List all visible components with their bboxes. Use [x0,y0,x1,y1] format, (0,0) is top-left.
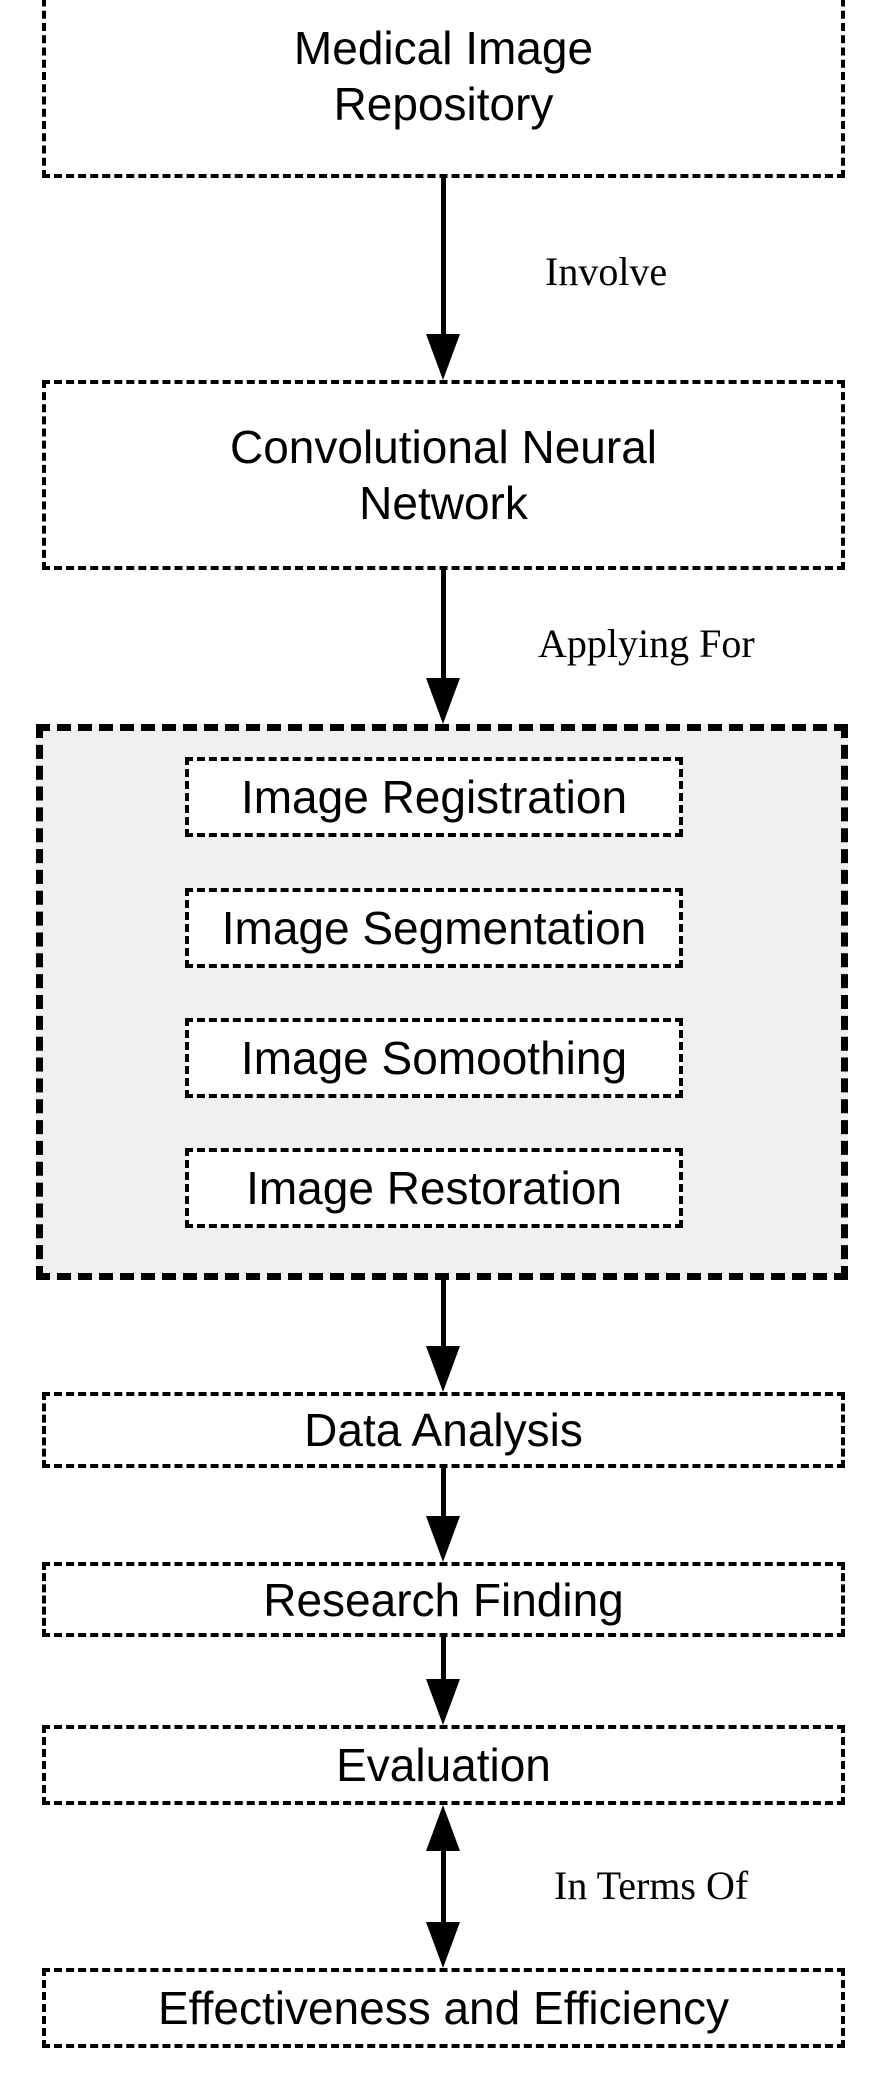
node-label-research-finding: Research Finding [263,1573,624,1626]
edge-label-in-terms-of: In Terms Of [554,1863,749,1908]
arrow-shaft [440,1468,446,1516]
node-evaluation: Evaluation [42,1725,845,1805]
node-label-image-smoothing: Image Somoothing [240,1032,628,1084]
node-label-image-segmentation: Image Segmentation [221,902,647,954]
arrow-cnn-to-applications [426,570,460,724]
node-research-finding: Research Finding [42,1562,845,1637]
arrow-shaft [440,1637,446,1679]
node-effectiveness-and-efficiency: Effectiveness and Efficiency [42,1968,845,2048]
arrow-shaft [440,1851,446,1922]
arrow-research-finding-to-evaluation [426,1637,460,1725]
node-label-data-analysis: Data Analysis [304,1404,583,1456]
node-label-medical-image-repository: Medical Image Repository [293,22,594,130]
node-label-evaluation: Evaluation [336,1739,551,1791]
node-label-convolutional-neural-network: Convolutional Neural Network [229,421,658,529]
node-image-restoration: Image Restoration [185,1148,683,1228]
arrowhead-down-icon [426,678,460,724]
arrowhead-up-icon [426,1805,460,1851]
node-convolutional-neural-network: Convolutional Neural Network [42,380,845,570]
node-label-image-restoration: Image Restoration [246,1162,622,1214]
arrowhead-down-icon [426,334,460,380]
edge-label-applying-for: Applying For [538,621,755,666]
node-image-registration: Image Registration [185,757,683,837]
arrow-data-analysis-to-research-finding [426,1468,460,1562]
node-medical-image-repository: Medical Image Repository [42,0,845,178]
arrowhead-down-icon [426,1346,460,1392]
node-image-segmentation: Image Segmentation [185,888,683,968]
arrowhead-down-icon [426,1922,460,1968]
node-image-smoothing: Image Somoothing [185,1018,683,1098]
arrow-shaft [440,1280,446,1346]
edge-label-involve: Involve [545,249,668,294]
node-label-effectiveness-and-efficiency: Effectiveness and Efficiency [157,1982,730,2034]
node-label-image-registration: Image Registration [240,771,628,823]
arrow-shaft [440,178,446,334]
arrow-evaluation-effectiveness-bidirectional [426,1805,460,1968]
arrow-shaft [440,570,446,678]
node-data-analysis: Data Analysis [42,1392,845,1468]
arrowhead-down-icon [426,1516,460,1562]
arrow-applications-to-data-analysis [426,1280,460,1392]
arrowhead-down-icon [426,1679,460,1725]
arrow-repository-to-cnn [426,178,460,380]
